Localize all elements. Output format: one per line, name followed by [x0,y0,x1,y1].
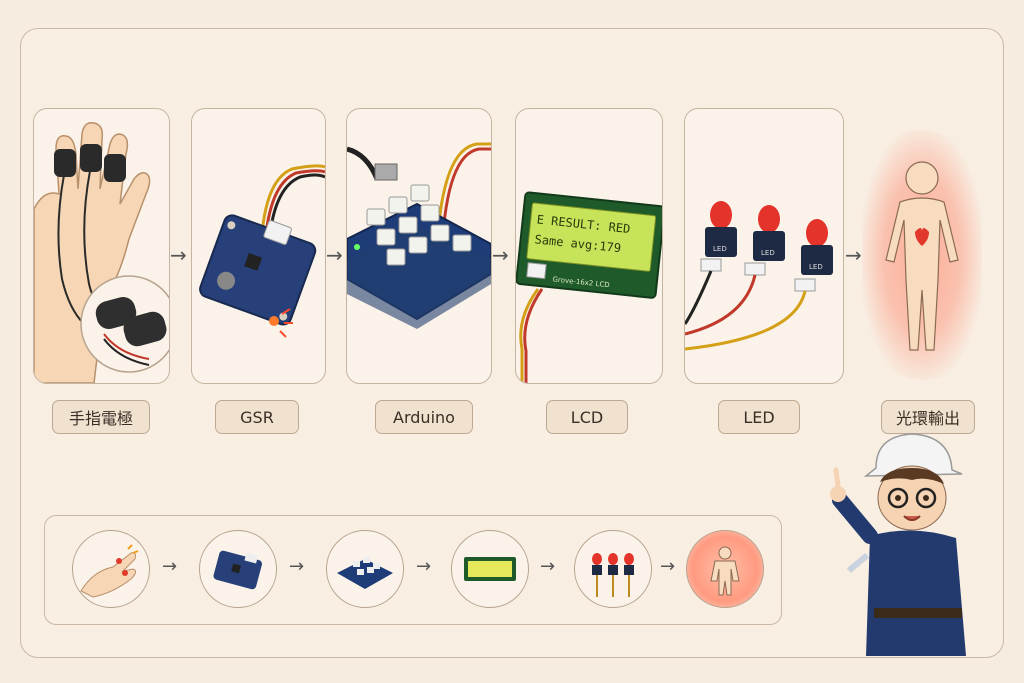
mini-electrode-icon [72,530,150,608]
stage-label: LCD [546,400,628,434]
flow-arrow: → [845,243,862,267]
stage-card-arduino [346,108,492,384]
stage-label: 手指電極 [52,400,150,434]
stage-card-led: LED LED LED [684,108,844,384]
stage-label: 光環輸出 [881,400,975,434]
led-board-label: LED [809,263,823,271]
lcd-module-icon: E RESULT: RED Same avg:179 Grove-16x2 LC… [516,191,662,383]
flow-arrow: → [540,556,556,577]
mini-lcd-icon [451,530,529,608]
flow-arrow: → [492,243,509,267]
mini-led-icon [574,530,652,608]
aura-figure-icon [885,161,959,351]
gsr-sensor-icon [199,164,325,338]
led-board-label: LED [713,245,727,253]
mini-gsr-icon [199,530,277,608]
led-module-icon: LED LED LED [685,201,833,351]
mini-arduino-icon [326,530,404,608]
stage-label: GSR [215,400,299,434]
stage-card-electrode [33,108,170,384]
flow-arrow: → [170,243,187,267]
flow-arrow: → [289,556,305,577]
stage-card-lcd: E RESULT: RED Same avg:179 Grove-16x2 LC… [515,108,663,384]
stage-label: Arduino [375,400,473,434]
flow-arrow: → [162,556,178,577]
flow-arrow: → [326,243,343,267]
stage-card-gsr [191,108,326,384]
flow-arrow: → [660,556,676,577]
led-board-label: LED [761,249,775,257]
finger-electrode-icon [34,121,169,383]
engineer-mascot-icon [830,433,966,656]
summary-strip [44,515,782,625]
mini-aura-icon [686,530,764,608]
arduino-board-icon [347,142,491,329]
flow-arrow: → [416,556,432,577]
stage-label: LED [718,400,800,434]
